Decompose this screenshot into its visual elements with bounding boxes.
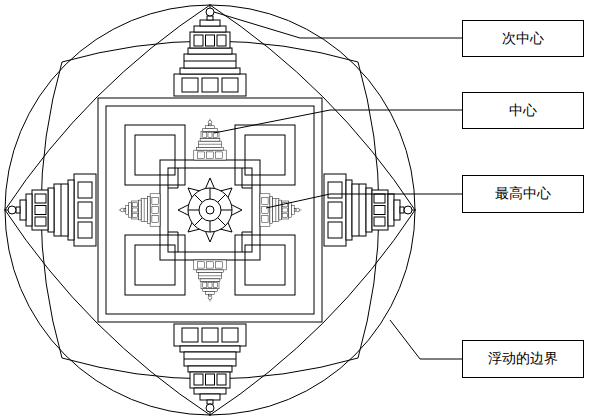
floating-boundary <box>5 5 415 415</box>
outer-circle <box>5 5 415 415</box>
wheel <box>178 178 242 242</box>
callout-box: 中心 <box>462 92 584 129</box>
quadrant <box>125 125 185 185</box>
leader-lines <box>214 12 462 359</box>
callout-label: 次中心 <box>502 30 544 48</box>
callout-box: 次中心 <box>462 20 584 57</box>
inner-gate <box>168 168 252 252</box>
quadrant <box>135 245 175 285</box>
inner-square <box>168 168 252 252</box>
callout-box: 浮动的边界 <box>462 340 584 378</box>
callout-label: 中心 <box>509 102 537 120</box>
callout-label: 最高中心 <box>495 185 551 203</box>
pavilions <box>4 4 416 416</box>
quadrant <box>235 125 295 185</box>
callout-box: 最高中心 <box>462 175 584 213</box>
callout-label: 浮动的边界 <box>488 350 558 368</box>
outer-square <box>106 106 314 314</box>
inner-square <box>160 160 260 260</box>
quadrant <box>245 135 285 175</box>
outer-square <box>98 98 322 322</box>
quadrant <box>245 245 285 285</box>
quadrant <box>135 135 175 175</box>
quadrant <box>235 235 295 295</box>
quadrant <box>125 235 185 295</box>
